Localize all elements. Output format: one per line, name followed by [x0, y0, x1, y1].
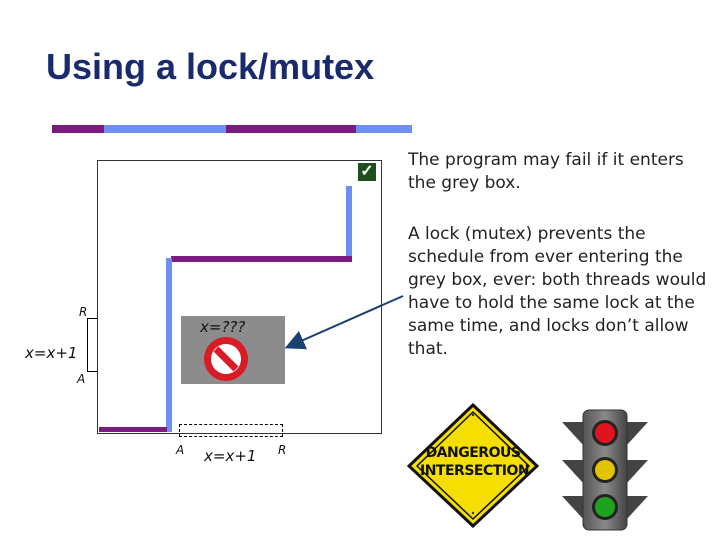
paragraph-lock-explanation: A lock (mutex) prevents the schedule fro… — [408, 224, 707, 359]
divider-segment — [226, 125, 356, 133]
path-segment-purple — [171, 256, 352, 262]
slide-title: Using a lock/mutex — [46, 46, 375, 87]
bottom-label-acquire: A — [176, 443, 185, 457]
left-label-release: R — [79, 305, 88, 319]
bottom-label-x: x=x+1 — [204, 447, 257, 465]
path-segment-purple — [99, 427, 167, 432]
divider-segment — [356, 125, 412, 133]
left-lock-bracket — [87, 318, 97, 372]
left-label-acquire: A — [77, 372, 86, 386]
bottom-lock-bracket — [179, 424, 283, 437]
traffic-light-icon — [562, 409, 648, 531]
schedule-frame — [97, 160, 382, 434]
check-icon: ✓ — [358, 163, 376, 181]
left-label-x: x=x+1 — [25, 344, 78, 362]
divider-segment — [52, 125, 104, 133]
warning-sign-text: DANGEROUS INTERSECTION — [420, 445, 530, 479]
grey-box-label: x=??? — [200, 318, 246, 336]
divider-segment — [104, 125, 226, 133]
no-entry-icon — [204, 337, 248, 381]
path-segment-blue — [166, 258, 172, 432]
warning-sign-icon — [407, 403, 539, 528]
path-segment-blue — [346, 186, 352, 256]
paragraph-failure: The program may fail if it enters the gr… — [408, 150, 684, 193]
bottom-label-release: R — [278, 443, 287, 457]
